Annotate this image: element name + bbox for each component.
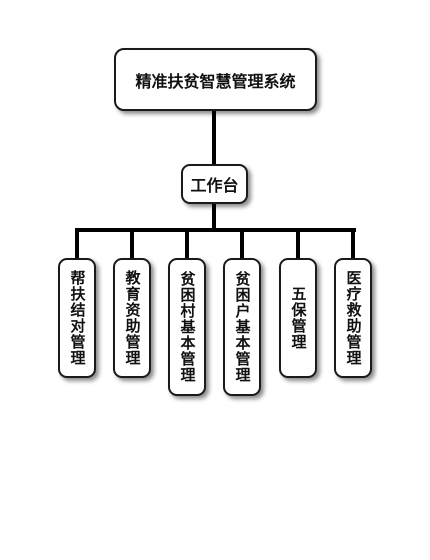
- module-node-label: 教育资助管理: [123, 270, 142, 366]
- module-node-label: 帮扶结对管理: [68, 270, 87, 366]
- connector-branch: [351, 228, 355, 258]
- module-node: 贫困户基本管理: [223, 258, 261, 396]
- connector-root-to-hub: [212, 111, 216, 164]
- module-node: 帮扶结对管理: [58, 258, 96, 378]
- root-node: 精准扶贫智慧管理系统: [114, 48, 317, 111]
- connector-branch: [296, 228, 300, 258]
- connector-hub-down: [212, 204, 216, 230]
- module-node: 医疗救助管理: [334, 258, 372, 378]
- connector-branch: [240, 228, 244, 258]
- module-node-label: 贫困户基本管理: [233, 271, 252, 383]
- module-node-label: 五保管理: [289, 286, 308, 350]
- connector-horizontal-bus: [75, 228, 356, 232]
- connector-branch: [75, 228, 79, 258]
- module-node: 五保管理: [279, 258, 317, 378]
- connector-branch: [185, 228, 189, 258]
- module-node: 贫困村基本管理: [168, 258, 206, 396]
- module-node: 教育资助管理: [113, 258, 151, 378]
- module-node-label: 贫困村基本管理: [178, 271, 197, 383]
- root-node-label: 精准扶贫智慧管理系统: [135, 71, 296, 91]
- connector-branch: [130, 228, 134, 258]
- hub-node: 工作台: [181, 164, 248, 204]
- hub-node-label: 工作台: [190, 176, 239, 195]
- module-node-label: 医疗救助管理: [344, 270, 363, 366]
